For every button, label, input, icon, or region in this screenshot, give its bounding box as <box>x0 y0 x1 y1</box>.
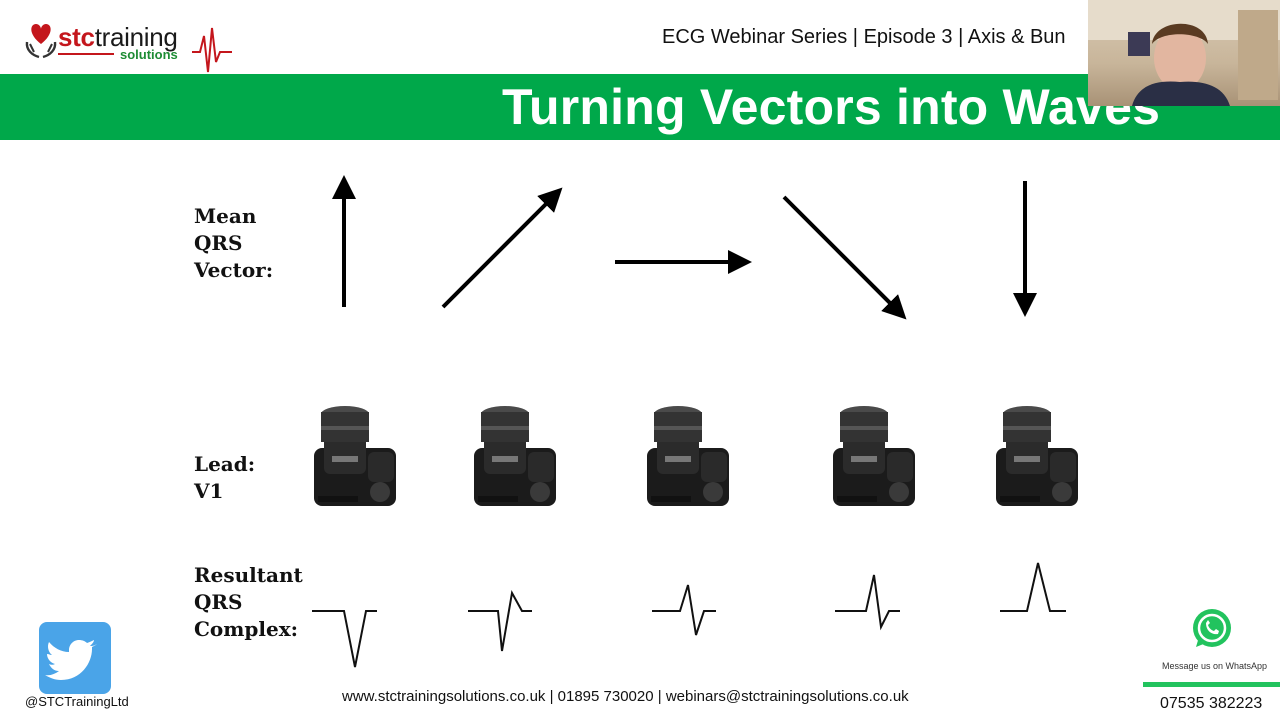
qrs-complexes <box>312 562 1066 668</box>
logo-underline <box>58 53 114 55</box>
vector-arrow-down-right <box>782 195 907 320</box>
qrs-label-line-3: Complex: <box>194 617 299 641</box>
qrs-negative-small-r <box>468 590 532 652</box>
qrs-positive-small-s <box>835 574 900 631</box>
vector-label-line-1: Mean <box>194 204 257 228</box>
lead-row-label: Lead: V1 <box>194 451 255 505</box>
vector-arrow-up-right <box>441 187 563 309</box>
logo-subtitle: solutions <box>120 47 178 62</box>
logo-prefix: stc <box>58 22 95 52</box>
title-banner: Turning Vectors into Waves <box>0 74 1280 140</box>
qrs-deep-negative <box>312 610 377 668</box>
ecg-trace-icon <box>192 27 232 73</box>
camera-icon <box>470 404 560 512</box>
qrs-biphasic <box>652 584 716 636</box>
contact-line: www.stctrainingsolutions.co.uk | 01895 7… <box>342 688 909 705</box>
camera-icon <box>643 404 733 512</box>
vector-arrows <box>332 175 1037 320</box>
camera-icon <box>310 404 400 512</box>
series-title: ECG Webinar Series | Episode 3 | Axis & … <box>662 26 1066 48</box>
whatsapp-bar <box>1143 682 1280 687</box>
lead-label-line-2: V1 <box>194 479 224 503</box>
qrs-row-label: Resultant QRS Complex: <box>194 562 303 643</box>
logo-main: training <box>94 22 178 52</box>
qrs-label-line-1: Resultant <box>194 563 303 587</box>
vector-row-label: Mean QRS Vector: <box>194 203 273 284</box>
stc-logo: stctraining solutions <box>24 20 234 78</box>
vector-label-line-3: Vector: <box>194 258 274 282</box>
presenter-video <box>1088 0 1280 106</box>
twitter-handle[interactable]: @STCTrainingLtd <box>25 694 129 709</box>
lead-label-line-1: Lead: <box>194 452 256 476</box>
slide-title: Turning Vectors into Waves <box>502 79 1161 135</box>
camera-icon <box>829 404 919 512</box>
whatsapp-label[interactable]: Message us on WhatsApp <box>1162 661 1268 671</box>
vector-label-line-2: QRS <box>194 231 243 255</box>
heart-hands-icon <box>25 24 57 59</box>
twitter-icon[interactable] <box>39 622 111 694</box>
qrs-label-line-2: QRS <box>194 590 243 614</box>
logo-wordmark: stctraining <box>58 22 178 53</box>
whatsapp-icon[interactable] <box>1190 607 1234 651</box>
camera-icon <box>992 404 1082 512</box>
qrs-tall-positive <box>1000 562 1066 612</box>
phone-number: 07535 382223 <box>1160 695 1263 712</box>
presenter-webcam[interactable] <box>1088 0 1280 106</box>
